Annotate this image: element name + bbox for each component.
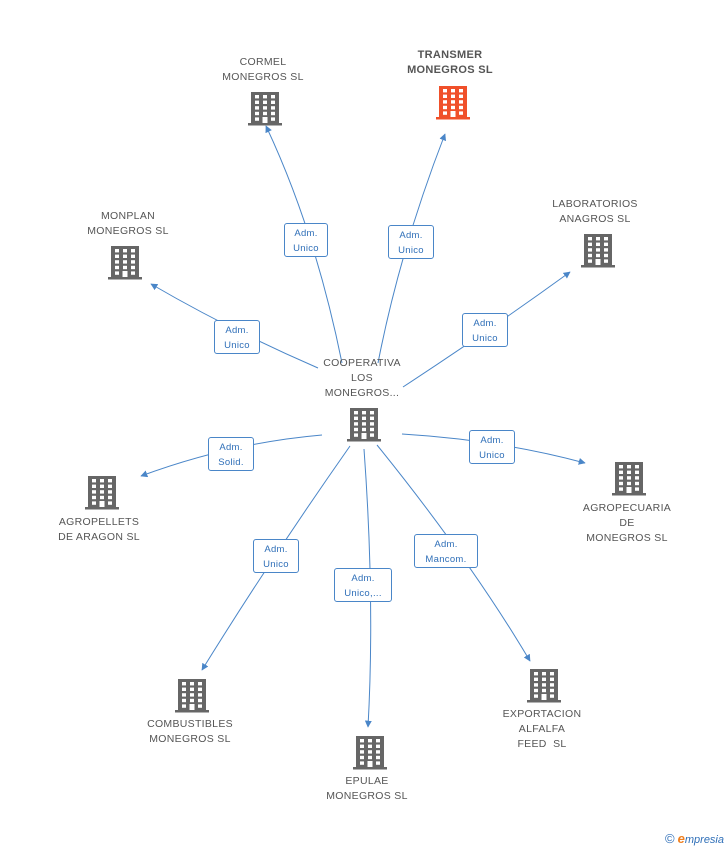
laboratorios-building-icon[interactable] [581,234,615,268]
brand-name: mpresia [684,834,724,846]
relation-badge-laboratorios[interactable]: Adm.Unico [462,313,508,347]
relation-badge-cormel[interactable]: Adm.Unico [284,223,328,257]
relation-badge-agropellets[interactable]: Adm.Solid. [208,437,254,471]
center-building-icon[interactable] [347,408,381,442]
combustibles-building-icon[interactable] [175,679,209,713]
relation-badge-combustibles[interactable]: Adm.Unico [253,539,299,573]
epulae-building-icon[interactable] [353,736,387,770]
relation-badge-exportacion[interactable]: Adm.Mancom. [414,534,478,568]
agropellets-building-icon[interactable] [85,476,119,510]
exportacion-building-icon[interactable] [527,669,561,703]
brand-logo-initial: e [677,831,685,846]
monplan-building-icon[interactable] [108,246,142,280]
relation-badge-transmer[interactable]: Adm.Unico [388,225,434,259]
relation-badge-monplan[interactable]: Adm.Unico [214,320,260,354]
relation-badge-agropecuaria[interactable]: Adm.Unico [469,430,515,464]
copyright-icon: © [664,831,675,846]
relation-badge-epulae[interactable]: Adm.Unico,... [334,568,392,602]
brand-footer[interactable]: © empresia [665,831,724,846]
transmer-building-icon[interactable] [436,86,470,120]
agropecuaria-building-icon[interactable] [612,462,646,496]
cormel-building-icon[interactable] [248,92,282,126]
